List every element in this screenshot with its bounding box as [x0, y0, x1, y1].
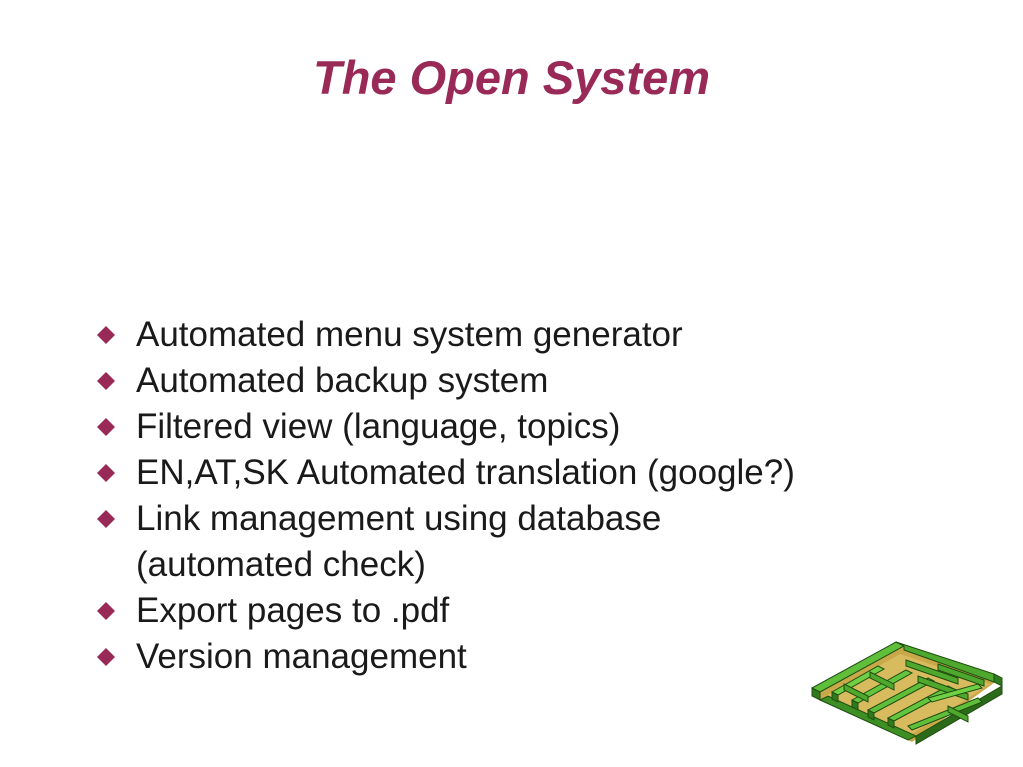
- diamond-bullet-icon: [96, 312, 136, 358]
- list-item: Link management using database (automate…: [96, 496, 756, 588]
- bullet-text: Link management using database (automate…: [136, 499, 662, 584]
- slide-title: The Open System: [313, 51, 710, 104]
- bullet-text: Automated menu system generator: [136, 315, 683, 354]
- list-item: Version management: [96, 634, 956, 680]
- diamond-bullet-icon: [96, 634, 136, 680]
- bullet-text: Automated backup system: [136, 361, 549, 400]
- diamond-bullet-icon: [96, 588, 136, 634]
- bullet-text: EN,AT,SK Automated translation (google?): [136, 453, 795, 492]
- diamond-bullet-icon: [96, 358, 136, 404]
- list-item: Automated menu system generator: [96, 312, 956, 358]
- diamond-bullet-icon: [96, 450, 136, 496]
- list-item: Export pages to .pdf: [96, 588, 956, 634]
- list-item: Filtered view (language, topics): [96, 404, 956, 450]
- bullet-list: Automated menu system generator Automate…: [96, 312, 956, 680]
- list-item: EN,AT,SK Automated translation (google?): [96, 450, 956, 496]
- diamond-bullet-icon: [96, 404, 136, 450]
- bullet-text: Filtered view (language, topics): [136, 407, 621, 446]
- bullet-text: Version management: [136, 637, 467, 676]
- list-item: Automated backup system: [96, 358, 956, 404]
- diamond-bullet-icon: [96, 496, 136, 542]
- bullet-text: Export pages to .pdf: [136, 591, 450, 630]
- maze-icon: [808, 636, 1004, 748]
